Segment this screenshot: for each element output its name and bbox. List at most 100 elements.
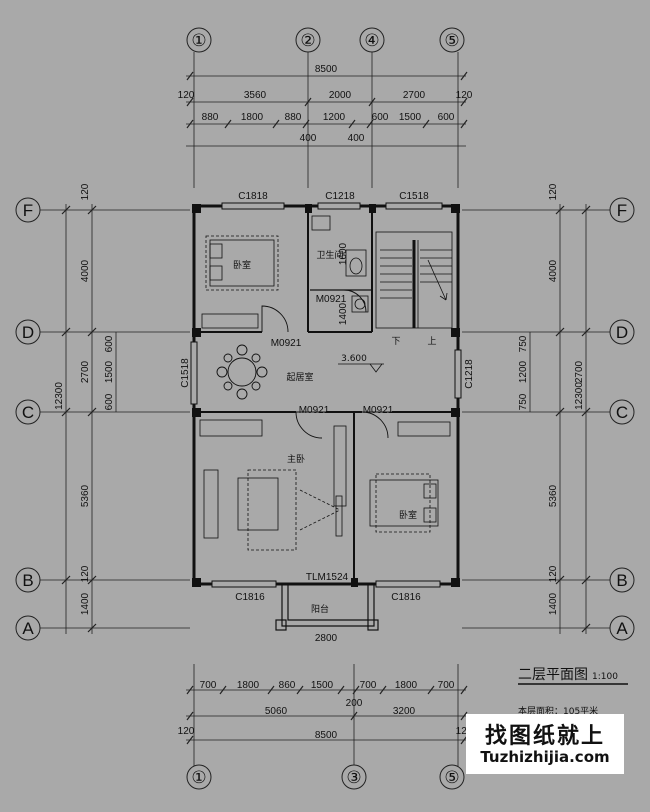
dim-top-edge-right: 120 [456,90,473,101]
elevation-mark: 3.600 [341,354,367,364]
window-c1816-right: C1816 [391,592,421,603]
dim-left-1400: 1400 [80,592,91,615]
dim-top-r1-a: 3560 [244,90,267,101]
door-m0921-wc: M0921 [316,294,347,305]
dim-left-in-a: 600 [104,335,115,352]
dim-left-total: 12300 [54,382,65,410]
dim-right-5360: 5360 [548,484,559,507]
axis-left-b: B [22,571,33,590]
dim-top-edge-left: 120 [178,90,195,101]
room-master: 主卧 [287,453,305,465]
floor-area-note: 本层面积：105平米 [518,707,599,717]
axis-left-f: F [23,201,33,220]
dim-top-r2-a: 880 [202,112,219,123]
dim-bottom-edge-right: 120 [456,726,473,737]
axis-top-4: ④ [364,31,379,50]
dim-top-r3-b: 400 [348,133,365,144]
dim-top-r2-b: 1800 [241,112,264,123]
dim-bottom-total: 8500 [315,730,338,741]
dim-right-1400: 1400 [548,592,559,615]
room-living: 起居室 [286,371,313,383]
axis-right-d: D [616,323,628,342]
axis-left-a: A [22,619,34,638]
staircase [375,231,453,329]
watermark-cn: 找图纸就上 [484,724,605,749]
dim-top-r2-c: 880 [285,112,302,123]
window-c1218-right: C1218 [464,359,475,389]
axis-top-1: ① [191,31,206,50]
room-bathroom: 卫生间 [316,249,343,261]
dim-right-120b: 120 [548,565,559,582]
stair-down-label: 下 [391,337,400,347]
dim-top-r2-f: 1500 [399,112,422,123]
door-m0921-master: M0921 [299,405,330,416]
drawing-scale: 1:100 [592,672,618,682]
axis-right-f: F [617,201,627,220]
door-tlm1524: TLM1524 [306,572,349,583]
dim-wc-1600: 1600 [338,242,349,265]
drawing-title: 二层平面图 1:100 [518,664,618,684]
dim-top-total: 8500 [315,64,338,75]
dim-bottom-edge-left: 120 [178,726,195,737]
room-bedroom-se: 卧室 [399,509,417,521]
dim-bottom-r1-g: 700 [438,680,455,691]
axis-right-b: B [616,571,627,590]
watermark: 找图纸就上 Tuzhizhijia.com [466,714,624,774]
bathroom-fixtures [311,215,369,313]
axis-left-d: D [22,323,34,342]
axis-right-a: A [616,619,628,638]
dim-bottom-r2-b: 3200 [393,706,416,717]
dim-right-2700: 2700 [574,360,585,383]
window-c1518-left: C1518 [180,358,191,388]
dim-bottom-r1-b: 1800 [237,680,260,691]
dim-right-120a: 120 [548,183,559,200]
dining-table [216,344,268,400]
axis-bottom-3: ③ [346,768,361,787]
dim-top-r2-d: 1200 [323,112,346,123]
dim-left-5360: 5360 [80,484,91,507]
door-m0921-nw: M0921 [271,338,302,349]
dim-right-total: 12300 [574,382,585,410]
dim-right-in-c: 750 [518,393,529,410]
drawing-title-text: 二层平面图 [518,667,588,683]
dim-top-r1-c: 2700 [403,90,426,101]
window-c1816-left: C1816 [235,592,265,603]
axis-left-c: C [22,403,34,422]
dim-top-r2-g: 600 [438,112,455,123]
dim-bottom-mid: 200 [346,698,363,709]
axis-top-2: ② [300,31,315,50]
dim-bottom-r1-e: 700 [360,680,377,691]
watermark-en: Tuzhizhijia.com [480,748,610,766]
room-bedroom-nw: 卧室 [233,259,251,271]
dim-right-in-a: 750 [518,335,529,352]
dim-bottom-r1-a: 700 [200,680,217,691]
dim-left-120a: 120 [80,183,91,200]
window-c1218-top: C1218 [325,191,355,202]
dim-right-4000: 4000 [548,259,559,282]
dim-balcony: 2800 [315,633,338,644]
room-balcony: 阳台 [311,603,329,615]
dim-top-r3-a: 400 [300,133,317,144]
dim-wc-1400: 1400 [338,302,349,325]
dim-left-2700: 2700 [80,360,91,383]
dim-bottom-r1-f: 1800 [395,680,418,691]
balcony-outline [275,584,379,631]
door-m0921-se: M0921 [363,405,394,416]
axis-top-5: ⑤ [444,31,459,50]
dim-right-in-b: 1200 [518,360,529,383]
dim-bottom-r2-a: 5060 [265,706,288,717]
axis-bottom-5: ⑤ [444,768,459,787]
dim-bottom-r1-c: 860 [279,680,296,691]
dim-left-in-c: 600 [104,393,115,410]
dim-left-120b: 120 [80,565,91,582]
furniture-beds [199,235,439,551]
dim-top-r1-b: 2000 [329,90,352,101]
axis-right-c: C [616,403,628,422]
window-c1818: C1818 [238,191,268,202]
dim-bottom-r1-d: 1500 [311,680,334,691]
window-c1518-top: C1518 [399,191,429,202]
dim-top-r2-e: 600 [372,112,389,123]
dim-left-4000: 4000 [80,259,91,282]
stair-up-label: 上 [427,336,436,347]
